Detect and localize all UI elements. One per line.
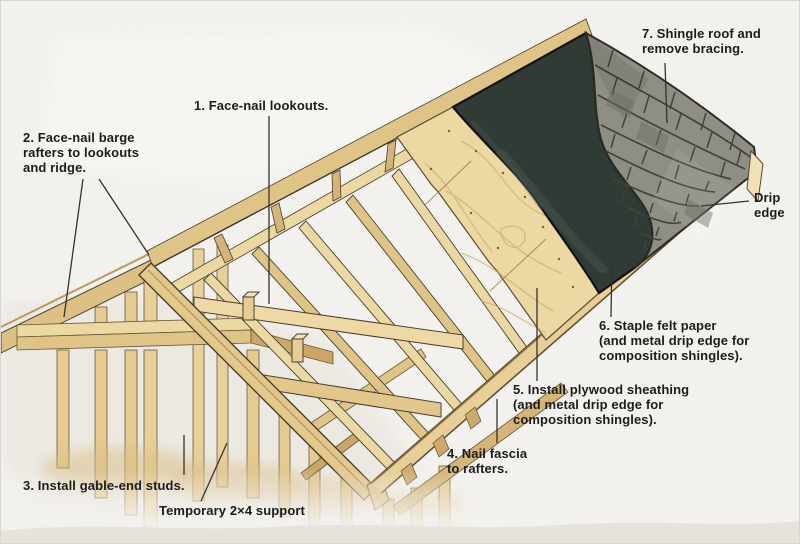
fascia-end-face [746, 149, 764, 203]
ground-strip [1, 521, 799, 543]
annotation-temporary-support: Temporary 2×4 support [159, 503, 305, 518]
annotation-step-1: 1. Face-nail lookouts. [194, 98, 328, 113]
annotation-line: 2. Face-nail barge [23, 130, 135, 145]
shingle-field [584, 30, 759, 270]
gable-end-stud [124, 291, 138, 326]
far-ridge-line [1, 252, 152, 328]
stud-top-block [242, 296, 255, 321]
annotation-line: (and metal drip edge for [513, 397, 664, 412]
annotation-line: (and metal drip edge for [599, 333, 750, 348]
annotation-line: Drip [754, 190, 781, 205]
felt-sheen [496, 148, 608, 274]
lookout-block [384, 139, 397, 173]
ground [1, 447, 799, 543]
annotation-line: composition shingles). [599, 348, 743, 363]
shingle-dark-tabs [606, 89, 713, 228]
annotation-line: to rafters. [447, 461, 509, 476]
felt-sheen [470, 120, 544, 210]
annotation-step-5: 5. Install plywood sheathing (and metal … [513, 382, 689, 427]
annotation-line: composition shingles). [513, 412, 657, 427]
sky-wash [41, 31, 521, 181]
annotation-line: remove bracing. [642, 41, 744, 56]
annotation-line: 5. Install plywood sheathing [513, 382, 690, 397]
rafter-tail [432, 434, 450, 458]
annotation-step-2: 2. Face-nail barge rafters to lookouts a… [23, 130, 139, 175]
shingle-joints [607, 49, 742, 249]
barge-rafter-grain [147, 269, 369, 491]
lookouts [193, 291, 464, 418]
plywood-joints [424, 160, 547, 292]
lookout-block [331, 169, 342, 202]
annotation-drip-edge: Drip edge [754, 190, 785, 220]
rafter-tail [464, 406, 482, 430]
sheathing-nails [429, 129, 575, 289]
annotation-step-3: 3. Install gable-end studs. [23, 478, 185, 493]
annotation-step-4: 4. Nail fascia to rafters. [447, 446, 527, 476]
annotation-line: Temporary 2×4 support [159, 503, 305, 518]
stud-top-block [291, 338, 304, 363]
stud-top-face [241, 291, 261, 298]
shingle-roof [584, 30, 764, 270]
lookout-block [270, 202, 286, 234]
annotation-line: rafters to lookouts [23, 145, 140, 160]
plywood-grain [424, 140, 562, 334]
annotation-line: and ridge. [23, 160, 87, 175]
stud-top-face [290, 333, 310, 340]
annotation-line: 6. Staple felt paper [599, 318, 717, 333]
leader-step-2b [98, 178, 150, 256]
annotation-line: 4. Nail fascia [447, 446, 528, 461]
shingle-shade [586, 33, 649, 119]
annotation-line: 7. Shingle roof and [642, 26, 761, 41]
leader-drip-edge [700, 200, 750, 207]
annotation-line: edge [754, 205, 785, 220]
annotation-line: 3. Install gable-end studs. [23, 478, 185, 493]
annotation-step-6: 6. Staple felt paper (and metal drip edg… [599, 318, 749, 363]
wall-stud [56, 349, 70, 469]
leader-step-2a [63, 178, 84, 318]
leader-step-7 [664, 62, 668, 124]
leader-step-6 [610, 258, 613, 318]
lookout-block [213, 233, 234, 264]
shingle-highlight [653, 149, 739, 239]
annotation-step-7: 7. Shingle roof and remove bracing. [642, 26, 761, 56]
annotation-line: 1. Face-nail lookouts. [194, 98, 329, 113]
leader-temporary-support [200, 442, 228, 502]
leader-lines [63, 62, 750, 502]
